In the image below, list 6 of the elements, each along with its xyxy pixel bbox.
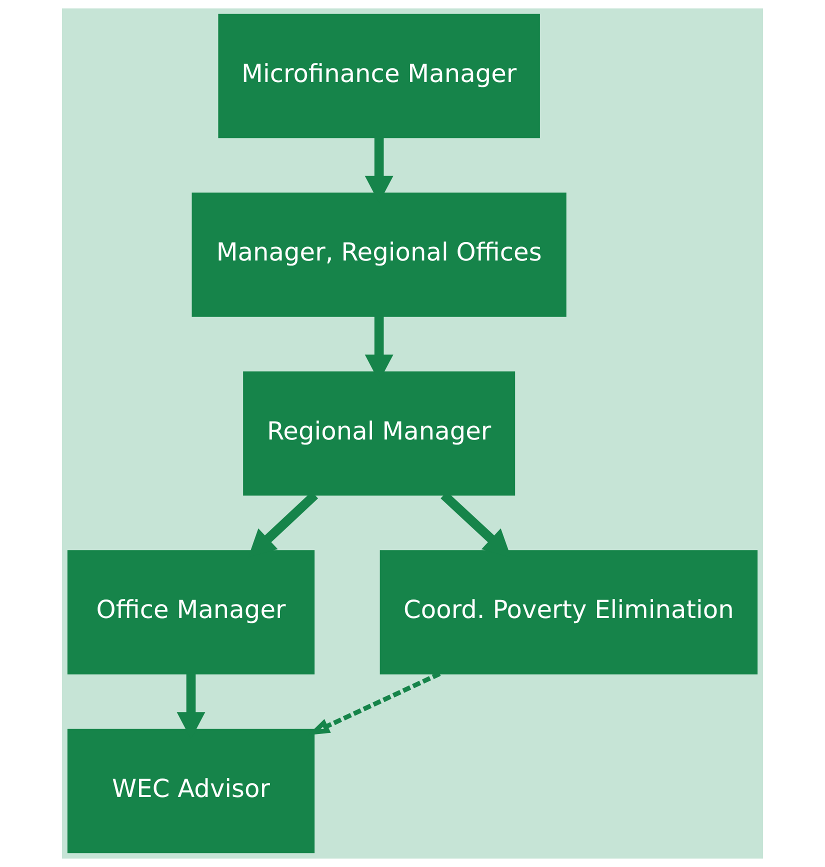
node-box: Manager, Regional Offices: [192, 192, 566, 317]
node-box: Office Manager: [67, 550, 315, 674]
node-box: Regional Manager: [243, 371, 516, 496]
node-box: Coord. Poverty Elimination: [380, 550, 758, 674]
node-box: Microfinance Manager: [218, 14, 540, 138]
node-box: WEC Advisor: [67, 728, 315, 854]
